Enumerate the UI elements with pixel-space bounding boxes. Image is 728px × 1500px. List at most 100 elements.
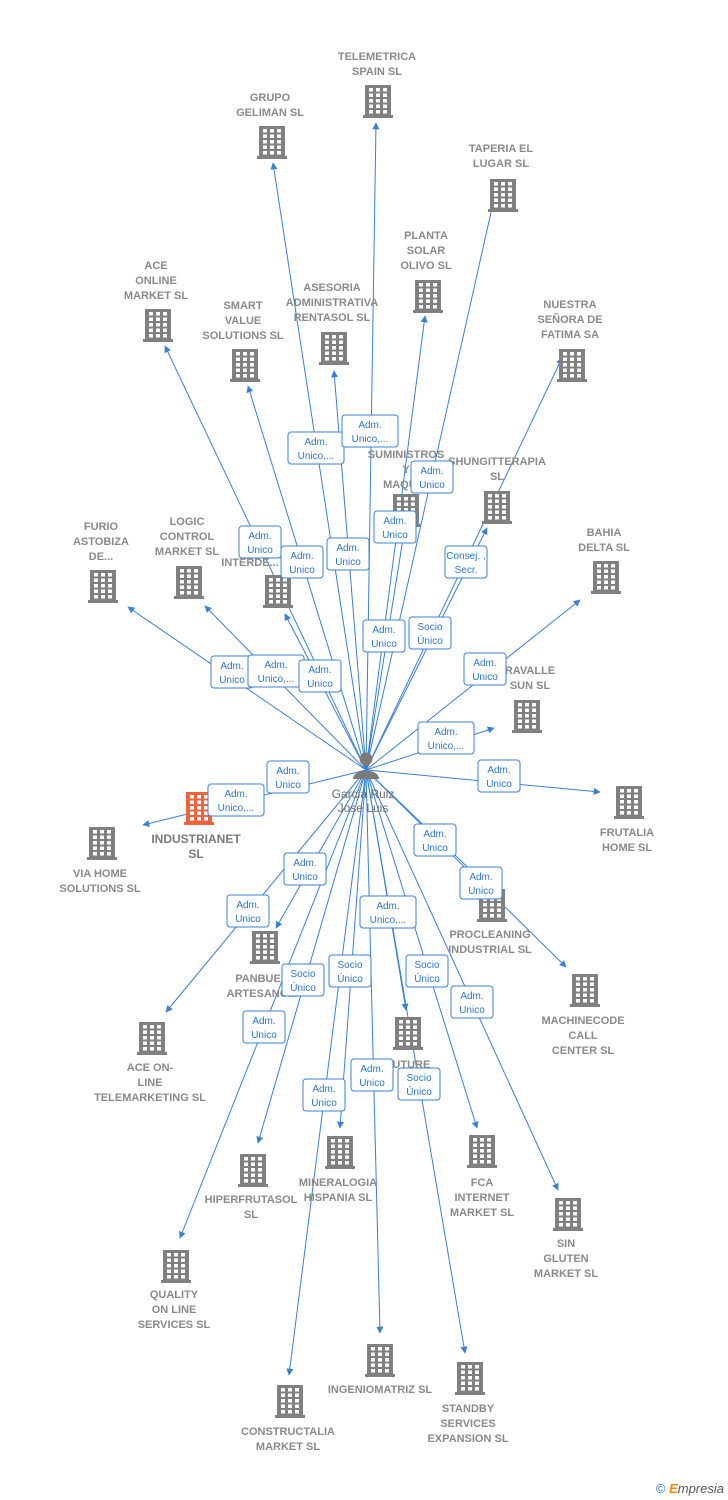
building-icon <box>143 309 173 342</box>
role-badge[interactable]: Adm.Unico <box>226 894 270 928</box>
role-badge[interactable]: Adm.Unico,... <box>359 895 417 929</box>
company-label: ADMINISTRATIVA <box>286 297 379 309</box>
role-label: Unico <box>359 1078 385 1089</box>
company-label: HOME SL <box>602 842 652 854</box>
role-badge[interactable]: Adm.Unico <box>463 652 507 686</box>
role-badge[interactable]: Adm.Unico,... <box>247 654 305 688</box>
person-icon <box>353 752 379 779</box>
role-badge[interactable]: Adm.Unico <box>302 1078 346 1112</box>
company-node[interactable]: INGENIOMATRIZ SL <box>328 1344 433 1396</box>
role-label: Adm. <box>434 727 457 738</box>
company-label: STANDBY <box>442 1403 495 1415</box>
role-label: Adm. <box>376 901 399 912</box>
company-label: ARTESANO... <box>227 988 298 1000</box>
relation-edge <box>365 769 479 1129</box>
role-badge[interactable]: Adm.Unico <box>242 1010 286 1044</box>
company-label: EXPANSION SL <box>427 1433 508 1445</box>
person-node[interactable]: Garcia Ruiz Jose Luis <box>332 752 395 816</box>
role-badge[interactable]: Adm.Unico <box>280 545 324 579</box>
role-label: Secr. <box>455 565 478 576</box>
role-badge[interactable]: Adm.Unico <box>413 823 457 857</box>
building-icon <box>325 1136 355 1169</box>
building-icon <box>570 974 600 1007</box>
company-node[interactable]: PANBUENARTESANO... <box>227 931 298 1000</box>
role-label: Adm. <box>358 420 381 431</box>
role-badge[interactable]: Adm.Unico <box>477 759 521 793</box>
role-label: Socio <box>406 1073 431 1084</box>
role-badge[interactable]: Consej. , Secr. <box>444 545 488 579</box>
role-badge[interactable]: Adm.Unico <box>266 760 310 794</box>
role-badge[interactable]: Adm.Unico <box>238 525 282 559</box>
building-icon <box>553 1198 583 1231</box>
company-node[interactable]: FURIOASTOBIZADE... <box>73 521 129 603</box>
role-badge[interactable]: Adm.Unico <box>410 460 454 494</box>
role-badge[interactable]: Adm.Unico <box>283 852 327 886</box>
role-badge[interactable]: Adm. Unico,... <box>207 783 265 817</box>
company-label: NUESTRA <box>543 299 596 311</box>
role-badge[interactable]: Adm.Unico <box>210 655 254 689</box>
company-label: CONSTRUCTALIA <box>241 1426 335 1438</box>
company-node[interactable]: INTERDE... <box>221 557 293 608</box>
role-label: Unico,... <box>258 674 295 685</box>
company-node[interactable]: SUMINISTROSYMAQUI... <box>368 449 444 527</box>
building-icon <box>230 349 260 382</box>
role-label: Unico,... <box>298 451 335 462</box>
role-badge[interactable]: Adm.Unico <box>373 510 417 544</box>
role-label: Socio <box>417 622 442 633</box>
company-label: PROCLEANING <box>449 929 530 941</box>
role-label: Adm. <box>460 991 483 1002</box>
company-label: SL <box>490 471 504 483</box>
role-label: Unico <box>472 672 498 683</box>
role-label: Unico,... <box>218 803 255 814</box>
role-badge[interactable]: Adm.Unico <box>459 866 503 900</box>
role-badge[interactable]: Adm.Unico,... <box>287 431 345 465</box>
company-label: SUN SL <box>510 680 551 692</box>
role-badge[interactable]: Adm.Unico <box>350 1058 394 1092</box>
role-badge[interactable]: Adm.Unico <box>298 659 342 693</box>
role-label: Adm. <box>423 829 446 840</box>
company-label: INDUSTRIANET <box>151 832 241 846</box>
role-badge[interactable]: Adm.Unico <box>326 537 370 571</box>
company-label: VALUE <box>225 315 261 327</box>
role-label: Consej. , <box>446 551 485 562</box>
role-badge[interactable]: Adm.Unico,... <box>341 414 399 448</box>
company-label: ACE <box>144 260 167 272</box>
role-label: Unico <box>275 780 301 791</box>
company-label: GELIMAN SL <box>236 107 304 119</box>
role-badge[interactable]: Adm.Unico,... <box>417 721 475 755</box>
company-label: LOGIC <box>170 516 205 528</box>
role-badge[interactable]: Adm.Unico <box>450 985 494 1019</box>
building-icon <box>87 827 117 860</box>
role-label: Adm. <box>252 1016 275 1027</box>
role-label: Adm. <box>224 789 247 800</box>
role-badge[interactable]: Adm.Unico <box>362 619 406 653</box>
